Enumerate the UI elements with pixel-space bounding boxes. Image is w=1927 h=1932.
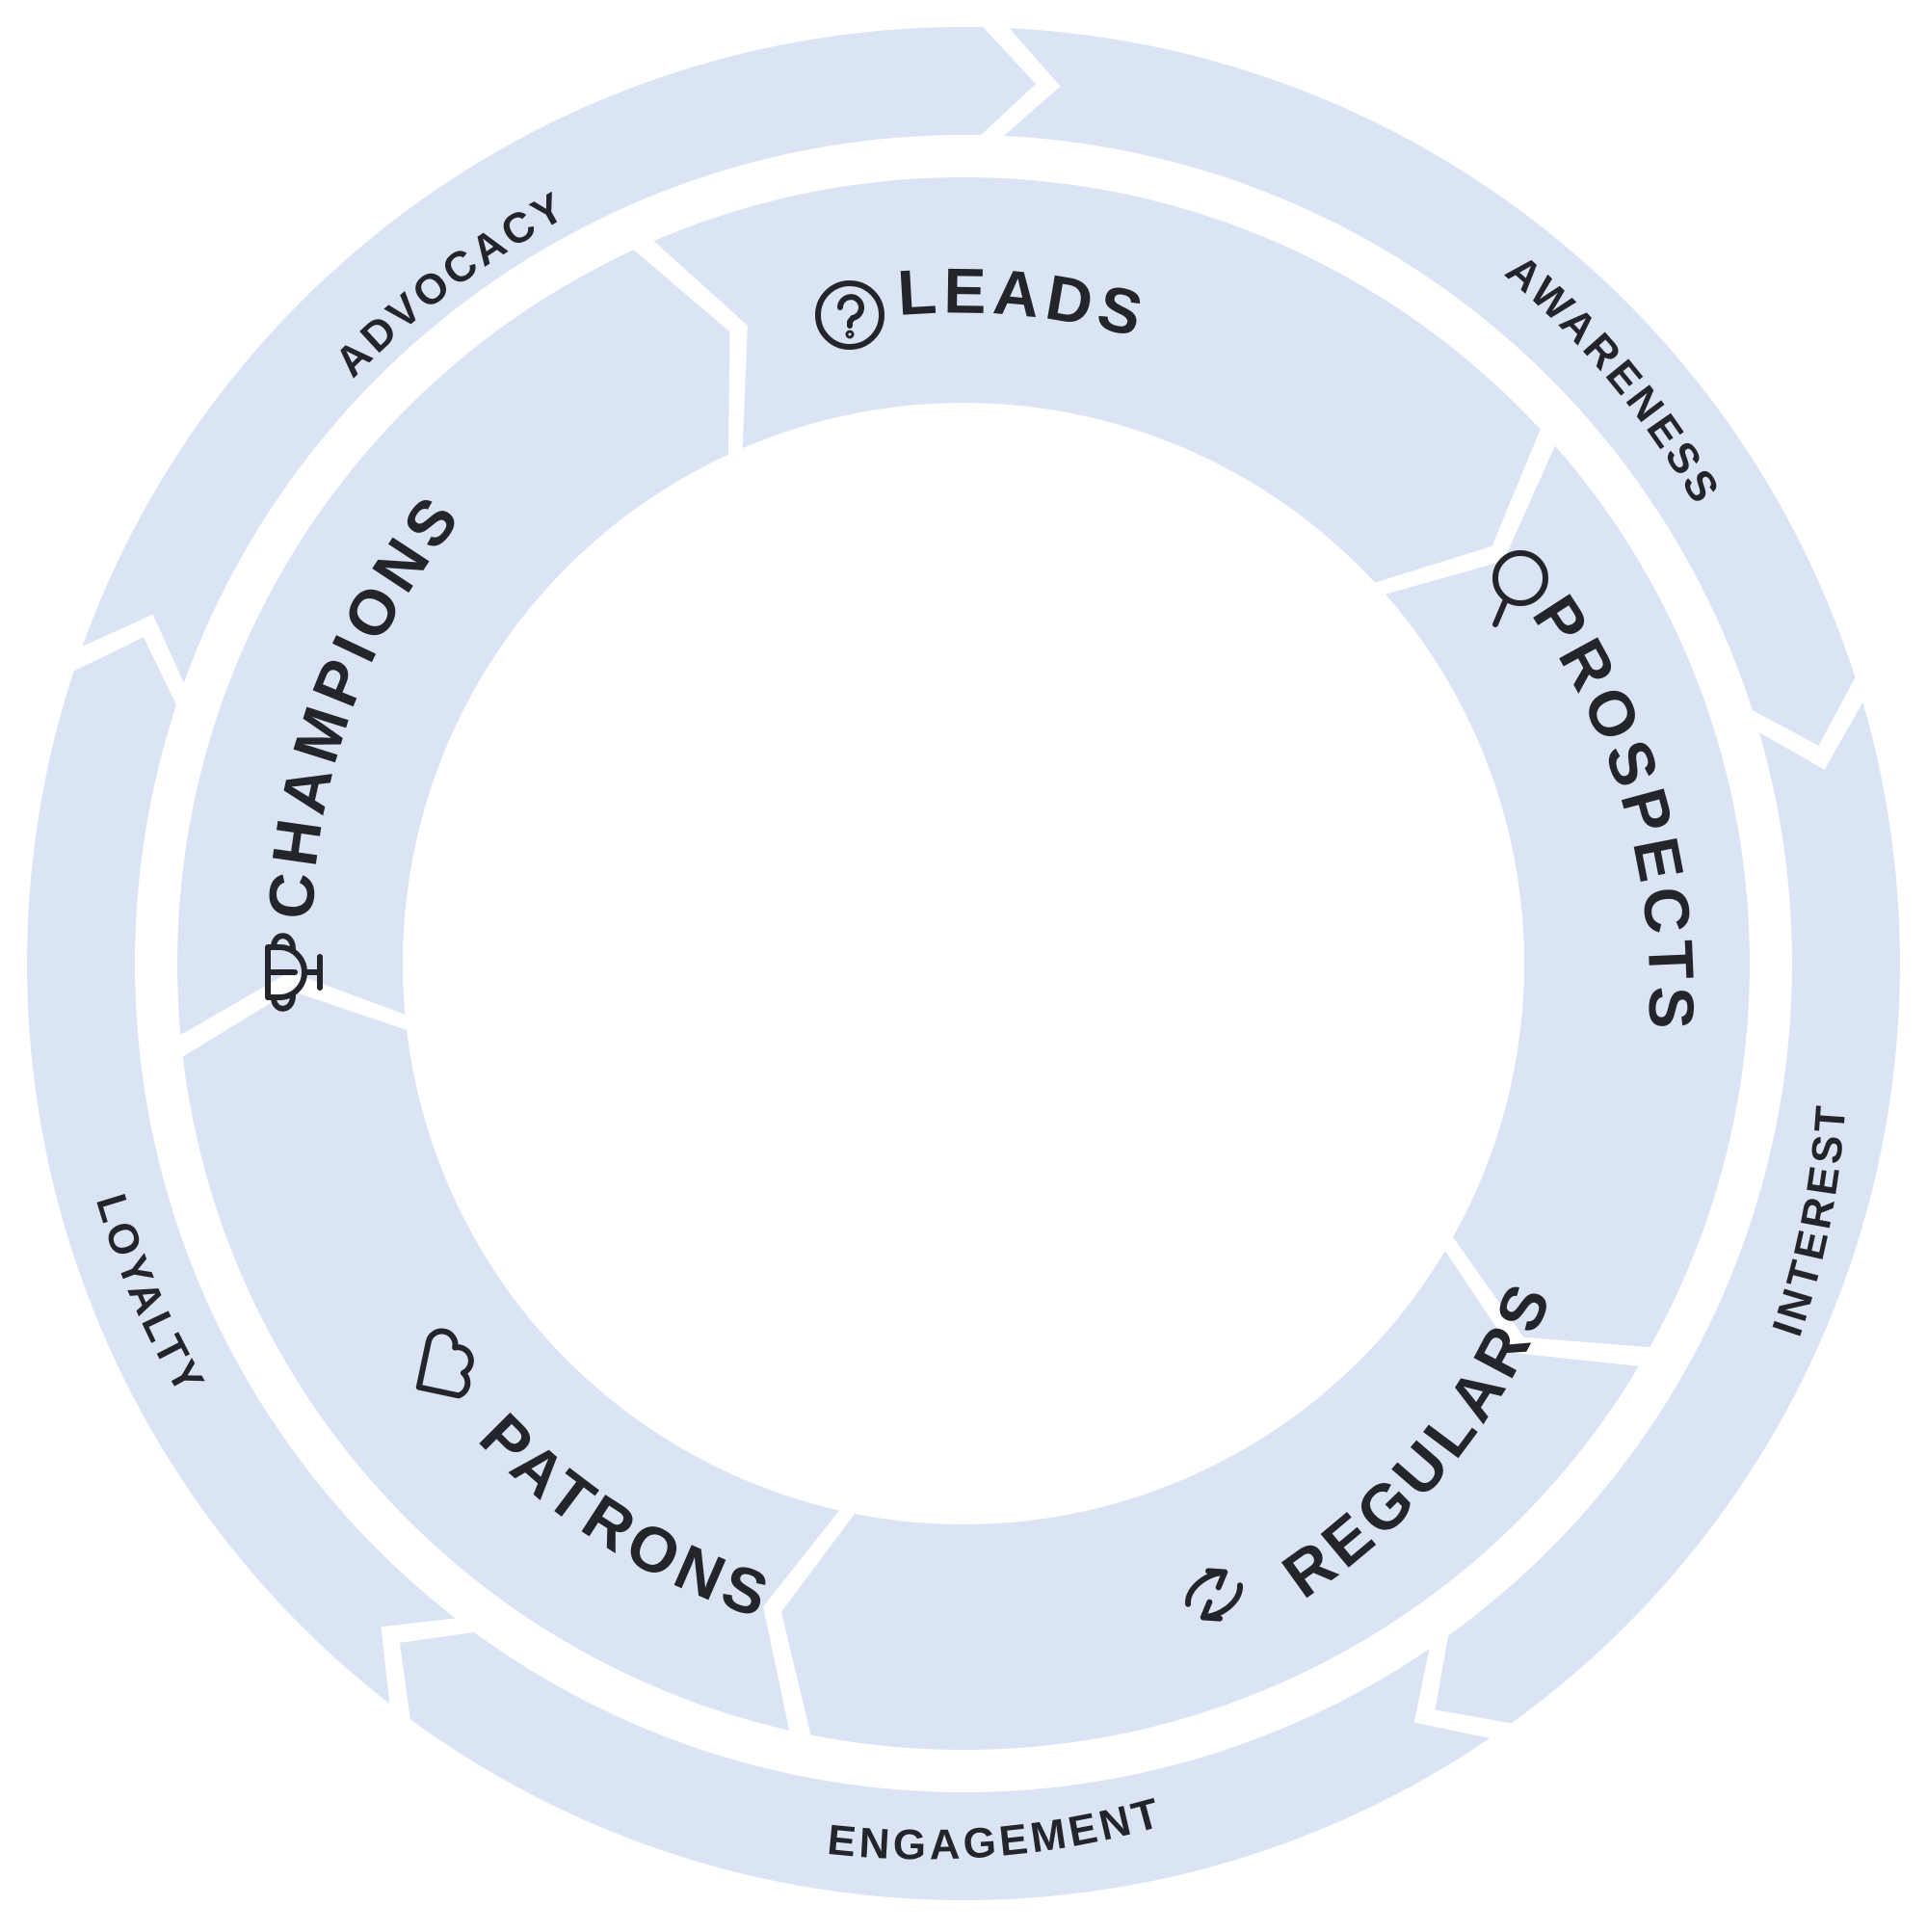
outer-ring (27, 27, 1900, 1900)
magnifier-icon (1492, 550, 1548, 627)
outer-segment-interest (1435, 701, 1900, 1724)
heart-icon (415, 1328, 474, 1399)
inner-segment-prospects (1385, 445, 1750, 1348)
outer-segment-engagement (399, 1632, 1491, 1900)
question-circle-icon (815, 280, 884, 350)
trophy-icon (265, 933, 323, 1012)
outer-segment-awareness (1004, 28, 1856, 746)
outer-segment-loyalty (27, 637, 456, 1704)
repeat-arrows-icon (1185, 1568, 1243, 1622)
inner-segment-champions (177, 250, 730, 1035)
inner-ring (177, 177, 1750, 1750)
inner-segment-leads (653, 177, 1541, 583)
inner-segment-regulars (780, 1251, 1639, 1750)
outer-segment-advocacy (82, 27, 1037, 683)
inner-segment-patrons (182, 991, 840, 1731)
